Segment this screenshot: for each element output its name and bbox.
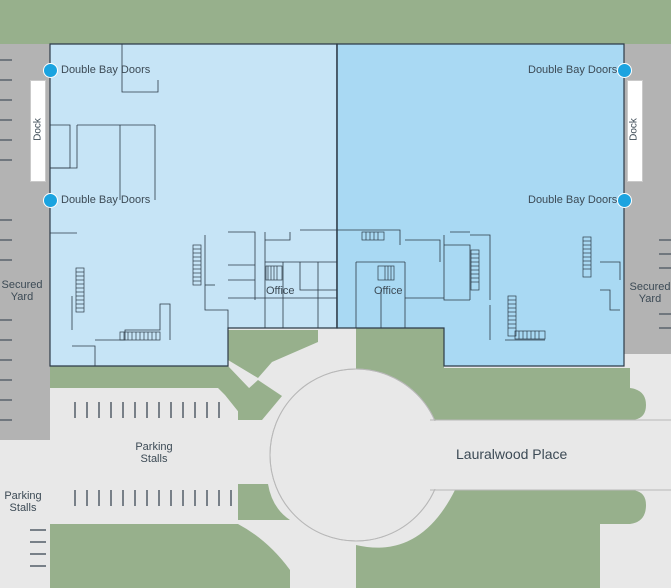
grass-right-bottom	[356, 490, 646, 588]
parking-stall-lines	[30, 402, 232, 567]
office-label-right: Office	[374, 285, 403, 297]
double-bay-doors-label-top-right: Double Bay Doors	[528, 64, 618, 76]
grass-right-front	[356, 328, 646, 420]
double-bay-doors-label-top-left: Double Bay Doors	[61, 64, 151, 76]
dock-right-label: Dock	[628, 118, 640, 141]
dock-left	[30, 80, 46, 182]
grass-top	[0, 0, 671, 44]
grass-island-left	[228, 330, 318, 378]
stairs	[75, 231, 592, 341]
grass-left-corner	[238, 484, 290, 520]
double-bay-doors-label-mid-right: Double Bay Doors	[528, 194, 618, 206]
dock-right	[627, 80, 643, 182]
double-bay-doors-label-mid-left: Double Bay Doors	[61, 194, 151, 206]
secured-yard-left-label: Secured Yard	[0, 279, 44, 303]
office-label-left: Office	[266, 285, 295, 297]
grass-left-bottom	[50, 524, 290, 588]
parking-stalls-label-center: Parking Stalls	[135, 441, 173, 465]
interior-walls-right	[337, 229, 621, 341]
door-marker-mid-left	[43, 193, 58, 208]
dock-left-label: Dock	[32, 118, 44, 141]
door-marker-top-left	[43, 63, 58, 78]
secured-yard-right-label: Secured Yard	[628, 281, 671, 305]
door-marker-top-right	[617, 63, 632, 78]
grass-wedge	[238, 380, 282, 420]
parking-stalls-label-left: Parking Stalls	[4, 490, 42, 514]
door-marker-mid-right	[617, 193, 632, 208]
road-lauralwood	[400, 420, 671, 490]
road-label-lauralwood-place: Lauralwood Place	[456, 446, 568, 462]
